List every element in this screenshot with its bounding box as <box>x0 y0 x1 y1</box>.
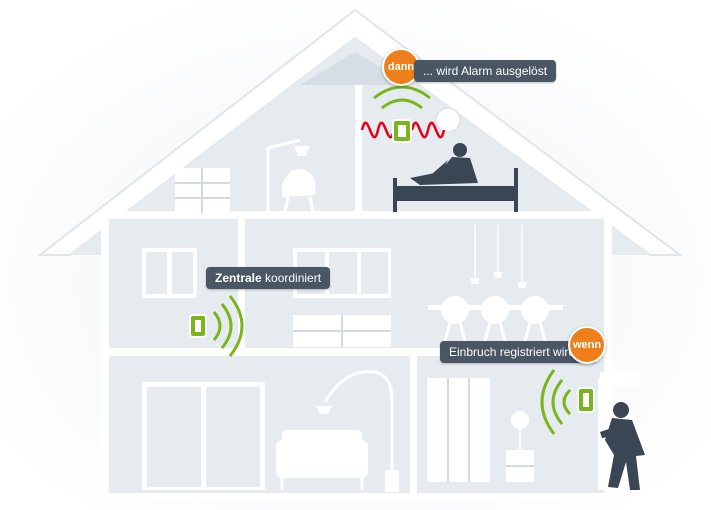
alarm-badge: dann <box>382 48 420 86</box>
intrusion-callout-text: Einbruch registriert wird ... <box>449 345 589 359</box>
central-callout: Zentrale koordiniert <box>206 267 331 289</box>
middle-left-room <box>142 248 197 298</box>
attic-furniture <box>175 138 316 213</box>
burglar-figure <box>600 402 645 490</box>
bedroom <box>393 107 518 212</box>
living-room <box>142 370 399 492</box>
central-unit-icon <box>189 295 244 357</box>
door-sensor-icon <box>540 369 595 435</box>
central-callout-bold: Zentrale <box>215 271 262 285</box>
person-in-bed-figure <box>410 143 478 185</box>
alarm-callout: ... wird Alarm ausgelöst <box>414 60 557 82</box>
siren-icon <box>360 85 446 143</box>
intrusion-callout: Einbruch registriert wird ... <box>440 341 598 363</box>
central-callout-text: koordiniert <box>261 271 322 285</box>
alarm-callout-text: ... wird Alarm ausgelöst <box>423 64 548 78</box>
intrusion-badge: wenn <box>568 326 606 364</box>
